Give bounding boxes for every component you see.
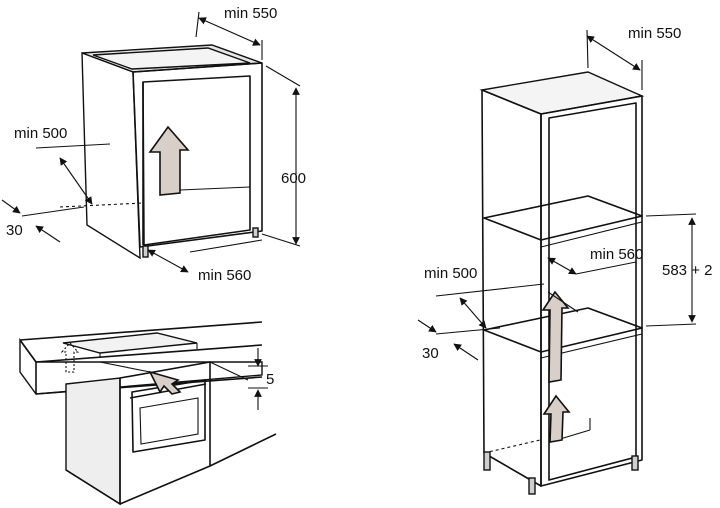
- gap-dimension-label: 30: [422, 345, 439, 362]
- cabinet-side: [65, 377, 121, 506]
- cabinet-leg: [252, 227, 259, 238]
- cabinet-top-inner: [92, 47, 251, 70]
- lower-shelf: [483, 307, 643, 353]
- column-top: [479, 71, 645, 115]
- under-counter-cabinet: min 550 600 min 500 min 560 30: [1, 5, 306, 284]
- cabinet-front-frame: [132, 62, 263, 248]
- width-dimension-label: min 550: [224, 5, 277, 22]
- column-leg: [631, 455, 639, 471]
- gap-dimension-label: 30: [6, 222, 23, 239]
- gap-dimension-label: 5: [266, 371, 274, 388]
- opening-dimension-label: min 560: [590, 246, 643, 263]
- height-dimension-label: 583 + 2: [662, 262, 712, 279]
- cabinet-leg: [142, 245, 149, 258]
- height-dimension-label: 600: [281, 170, 306, 187]
- cabinet-left-side: [81, 51, 141, 260]
- bottom-dimension-label: min 560: [198, 267, 251, 284]
- built-in-oven-under-hob: 5: [19, 321, 277, 506]
- oven-door: [131, 379, 206, 453]
- depth-dimension-label: min 500: [14, 125, 67, 142]
- column-leg: [483, 451, 491, 471]
- airflow-arrow: [148, 125, 190, 196]
- airflow-up-arrow: [60, 342, 80, 373]
- width-dimension-label: min 550: [628, 25, 681, 42]
- upper-shelf: [483, 195, 643, 241]
- cabinet-opening: [142, 75, 251, 246]
- depth-dimension-label: min 500: [424, 265, 477, 282]
- airflow-arrow-lower: [542, 394, 571, 443]
- airflow-arrow: [148, 370, 182, 395]
- airflow-arrow-upper: [541, 290, 570, 383]
- oven-window: [139, 397, 199, 445]
- column-front-frame: [540, 95, 643, 487]
- tall-column-cabinet: min 550 583 + 2 min 560 min 500 30: [417, 25, 712, 495]
- column-leg: [528, 477, 536, 495]
